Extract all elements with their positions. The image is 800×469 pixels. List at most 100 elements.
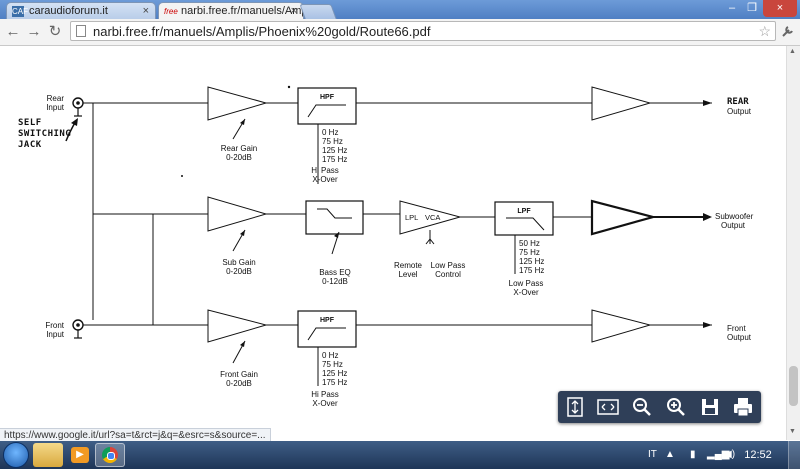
tab-title: narbi.free.fr/manuels/Amp	[181, 5, 304, 17]
pdf-viewer	[0, 46, 786, 440]
bass-eq-curve	[317, 208, 352, 219]
rear-hpf-label: HPF	[320, 94, 335, 101]
front-output-arrow-icon	[703, 322, 712, 328]
sub-output-amp	[590, 199, 658, 236]
start-button[interactable]	[3, 442, 29, 468]
front-output-amp	[591, 309, 652, 343]
wrench-menu-icon[interactable]	[780, 23, 796, 39]
taskbar: ▶ IT ▲ ▮ ▂▄▆ ◀) 12:52	[0, 441, 800, 469]
front-hpf-label: HPF	[320, 317, 335, 324]
tray-battery-icon[interactable]: ▮	[690, 449, 696, 460]
clock[interactable]: 12:52	[744, 449, 772, 461]
rear-output-arrow-icon	[703, 100, 712, 106]
tray-arrow-icon[interactable]: ▲	[665, 449, 675, 460]
close-tab-icon[interactable]: ×	[290, 5, 297, 17]
lpl-label: LPL	[405, 213, 418, 222]
show-desktop-button[interactable]	[788, 441, 800, 469]
sub-gain-amp	[207, 196, 268, 232]
bookmark-star-icon[interactable]: ☆	[758, 23, 771, 39]
remote-connector-icon	[425, 238, 435, 245]
url-text[interactable]: narbi.free.fr/manuels/Amplis/Phoenix%20g…	[93, 24, 431, 39]
sub-gain-pot-arrow	[240, 230, 245, 236]
bass-eq-box	[305, 200, 364, 235]
scroll-thumb[interactable]	[789, 366, 798, 406]
restore-icon[interactable]: ❐	[747, 2, 757, 14]
tray-volume-icon[interactable]: ◀)	[724, 449, 736, 460]
tab-title: caraudioforum.it	[29, 5, 108, 17]
browser-toolbar: ← → ↻ narbi.free.fr/manuels/Amplis/Phoen…	[0, 19, 800, 46]
play-icon: ▶	[71, 447, 89, 463]
pdf-toolbar	[558, 391, 761, 423]
lpf-label: LPF	[517, 208, 531, 215]
new-tab-button[interactable]	[299, 4, 337, 19]
taskbar-media-player-icon[interactable]: ▶	[65, 443, 95, 467]
scan-speck	[181, 175, 183, 177]
taskbar-explorer-icon[interactable]	[33, 443, 63, 467]
tab-route66-pdf[interactable]: free narbi.free.fr/manuels/Amp ×	[158, 2, 304, 19]
back-icon[interactable]: ←	[5, 23, 21, 40]
forward-icon[interactable]: →	[26, 23, 42, 40]
taskbar-chrome-icon[interactable]	[95, 443, 125, 467]
minimize-icon[interactable]: –	[728, 2, 736, 14]
address-bar[interactable]: narbi.free.fr/manuels/Amplis/Phoenix%20g…	[70, 21, 776, 41]
fit-width-icon[interactable]	[596, 395, 620, 419]
zoom-in-icon[interactable]	[664, 395, 688, 419]
chrome-logo-center	[107, 452, 115, 460]
bass-eq-pot-arrow	[334, 232, 339, 238]
front-hpf-box	[297, 310, 357, 348]
save-icon[interactable]	[698, 395, 722, 419]
sub-output-arrow-icon	[703, 213, 712, 221]
tray-network-icon[interactable]: ▂▄▆	[707, 449, 730, 460]
lpf-curve	[506, 217, 545, 231]
browser-titlebar: CAF caraudioforum.it × free narbi.free.f…	[0, 0, 800, 19]
reload-icon[interactable]: ↻	[48, 23, 62, 40]
zoom-out-icon[interactable]	[630, 395, 654, 419]
print-icon[interactable]	[731, 395, 755, 419]
block-diagram: HPF LPL VCA LPF HPF	[65, 85, 712, 386]
scroll-down-icon[interactable]: ▼	[789, 428, 796, 435]
rear-gain-pot-arrow	[240, 119, 245, 125]
close-tab-icon[interactable]: ×	[142, 5, 149, 17]
scroll-up-icon[interactable]: ▲	[789, 48, 796, 55]
rear-hpf-curve	[307, 104, 346, 118]
lpl-vca-block	[399, 200, 462, 235]
note-arrowhead	[71, 118, 78, 126]
vertical-scrollbar[interactable]: ▲ ▼	[786, 46, 800, 440]
favicon-icon: free	[164, 7, 178, 16]
tab-caraudioforum[interactable]: CAF caraudioforum.it ×	[6, 2, 156, 19]
language-indicator[interactable]: IT	[648, 449, 657, 460]
front-input-jack-center	[76, 323, 80, 327]
rear-output-amp	[591, 86, 652, 121]
rear-input-jack-center	[76, 101, 80, 105]
close-window-icon[interactable]: ×	[763, 0, 797, 17]
scan-speck	[287, 85, 291, 89]
rear-gain-amp	[207, 86, 268, 121]
front-gain-amp	[207, 309, 268, 343]
page-icon	[76, 25, 86, 37]
rear-hpf-box	[297, 87, 357, 125]
front-hpf-curve	[307, 327, 346, 341]
favicon-icon: CAF	[12, 6, 28, 17]
vca-label: VCA	[425, 213, 440, 222]
fit-page-icon[interactable]	[563, 395, 587, 419]
front-gain-pot-arrow	[240, 341, 245, 347]
